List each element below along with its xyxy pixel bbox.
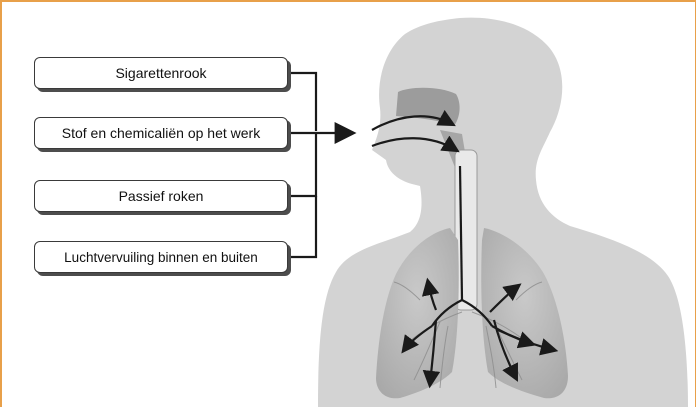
cause-label: Sigarettenrook — [115, 65, 206, 81]
cause-box-air-pollution: Luchtvervuiling binnen en buiten — [34, 241, 288, 273]
cause-label: Passief roken — [119, 188, 204, 204]
connector-lines — [288, 73, 350, 257]
cause-box-cigarette-smoke: Sigarettenrook — [34, 57, 288, 89]
cause-label: Stof en chemicaliën op het werk — [62, 125, 260, 141]
cause-box-workplace-dust-chemicals: Stof en chemicaliën op het werk — [34, 117, 288, 149]
cause-label: Luchtvervuiling binnen en buiten — [64, 250, 258, 265]
cause-box-passive-smoking: Passief roken — [34, 180, 288, 212]
